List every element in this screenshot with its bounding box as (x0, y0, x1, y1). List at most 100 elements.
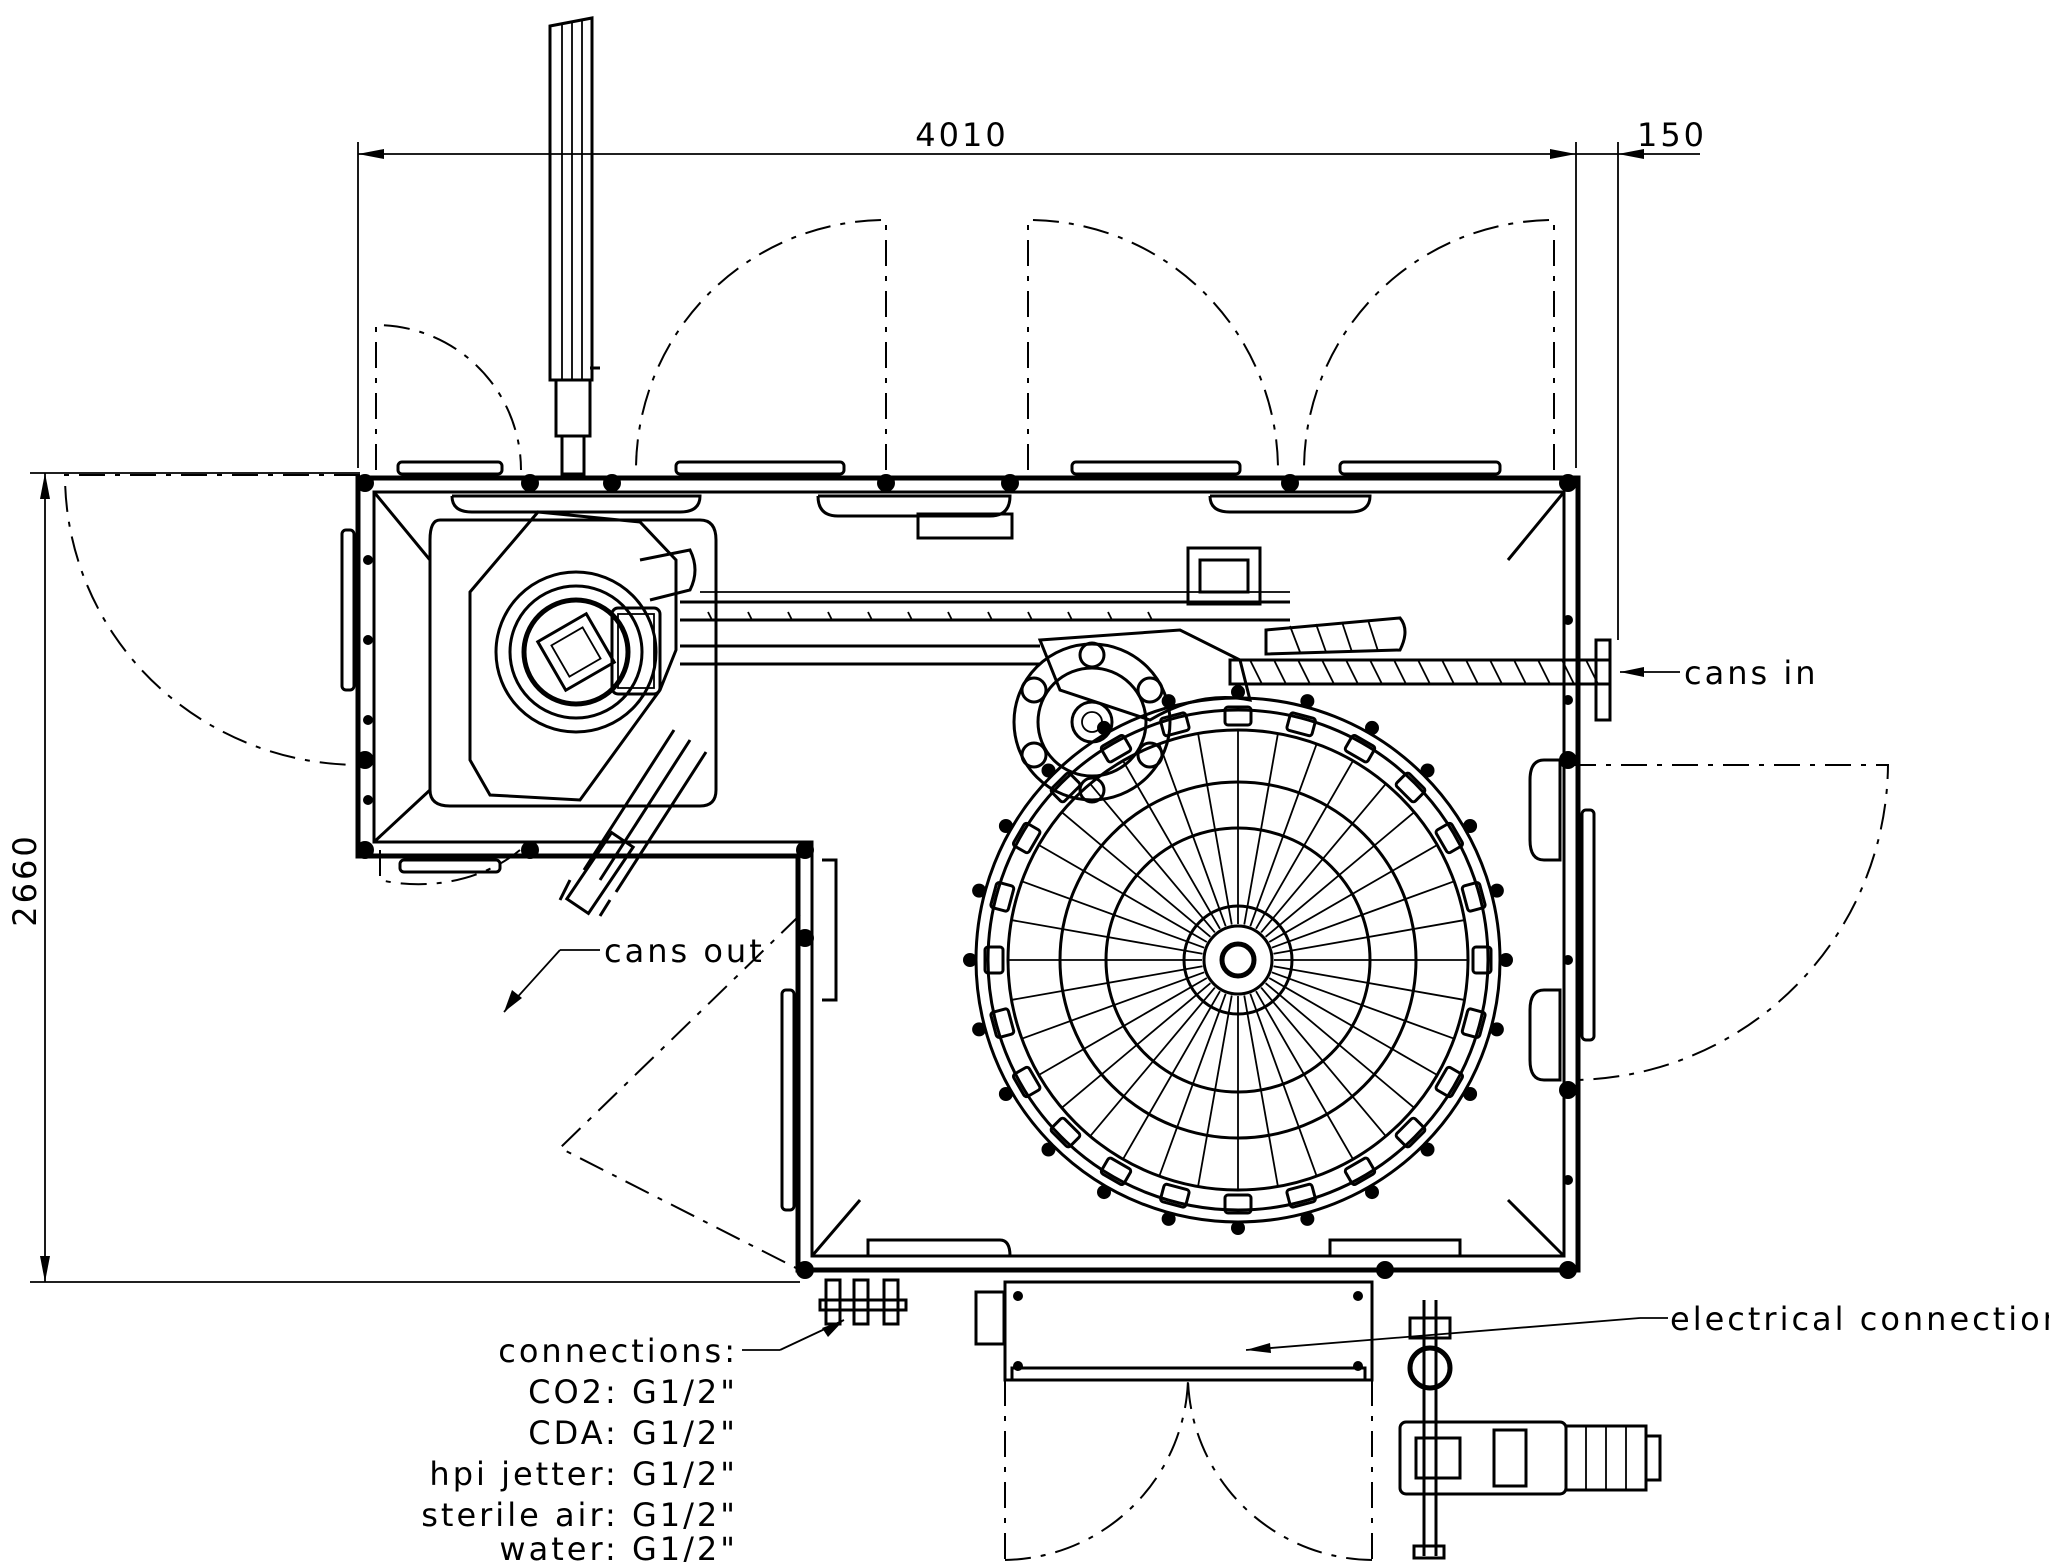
annotation-electrical: electrical connections (1245, 1300, 2049, 1353)
carousel-spoke (1249, 993, 1318, 1177)
filling-valve (1471, 945, 1493, 975)
filling-valve (1099, 1156, 1133, 1187)
valve-head (972, 1022, 987, 1037)
carousel-spoke (1089, 783, 1216, 934)
carousel-spoke (1271, 880, 1455, 949)
dimension-height-label: 2660 (6, 833, 44, 926)
filling-valve (989, 881, 1016, 913)
filling-valve (1434, 1065, 1465, 1099)
carousel-spoke (1038, 977, 1208, 1076)
valve-head (1300, 694, 1315, 709)
filling-valve (1460, 881, 1487, 913)
connection-item: sterile air: G1/2" (421, 1496, 738, 1534)
valve-head (1365, 720, 1379, 735)
star-wheel (1012, 641, 1172, 804)
conveyor-transfer (680, 546, 1290, 722)
valve-head (1300, 1211, 1315, 1226)
filling-valve (1011, 1065, 1042, 1099)
carousel-spoke (1011, 919, 1203, 955)
valve-head (1420, 763, 1435, 778)
valve-head (1097, 720, 1111, 735)
valve-head (972, 883, 987, 898)
connection-item: CO2: G1/2" (528, 1373, 738, 1411)
electrical-label: electrical connections (1670, 1300, 2049, 1338)
filling-valve (1011, 821, 1042, 855)
carousel-spoke (1089, 986, 1216, 1137)
cans-out-label: cans out (604, 932, 765, 970)
filling-valve (1049, 1116, 1082, 1149)
carousel-spoke (1255, 760, 1354, 930)
dimension-offset-label: 150 (1637, 116, 1707, 154)
filler-carousel (963, 685, 1513, 1235)
filling-valve (1343, 1156, 1377, 1187)
valve-head (1365, 1185, 1379, 1200)
valve-head (1041, 763, 1056, 778)
valve-head (1489, 1022, 1504, 1037)
carousel-spokes (1008, 730, 1468, 1190)
filling-valve (989, 1007, 1016, 1039)
carousel-spoke (1122, 990, 1221, 1160)
filling-valve (1285, 1182, 1317, 1209)
carousel-spoke (1011, 965, 1203, 1001)
carousel-spoke (1038, 844, 1208, 943)
valve-head (998, 819, 1013, 833)
door-swings (63, 218, 1890, 1561)
filling-valve (1343, 733, 1377, 764)
carousel-spoke (1197, 733, 1233, 925)
carousel-spoke (1273, 919, 1465, 955)
carousel-spoke (1264, 811, 1415, 938)
valve-head (998, 1087, 1013, 1101)
valve-head (1489, 883, 1504, 898)
filling-valve (983, 945, 1005, 975)
filling-valve (1159, 711, 1191, 738)
valve-head (1041, 1142, 1056, 1157)
carousel-spoke (1268, 844, 1438, 943)
annotation-connections: connections: CO2: G1/2" CDA: G1/2" hpi j… (421, 1319, 845, 1562)
carousel-spoke (1255, 990, 1354, 1160)
carousel-spoke (1260, 783, 1387, 934)
connection-manifold (818, 1278, 908, 1326)
infeed-screw (1228, 616, 1612, 722)
valve-head (963, 953, 977, 967)
dimension-offset: 150 (1576, 116, 1707, 640)
dimension-width-label: 4010 (915, 116, 1008, 154)
carousel-spoke (1271, 971, 1455, 1040)
valve-head (1499, 953, 1513, 967)
dimension-height: 2660 (6, 472, 800, 1283)
filling-valve (1394, 771, 1427, 804)
carousel-spoke (1249, 743, 1318, 927)
filling-valve (1394, 1116, 1427, 1149)
carousel-spoke (1260, 986, 1387, 1137)
carousel-spoke (1268, 977, 1438, 1076)
cans-in-label: cans in (1684, 654, 1819, 692)
carousel-spoke (1122, 760, 1221, 930)
valve-head (1161, 694, 1176, 709)
filling-valve (1099, 733, 1133, 764)
filling-valve (1049, 771, 1082, 804)
valve-head (1097, 1185, 1111, 1200)
filling-valve (1223, 1193, 1253, 1215)
electrical-cabinet (974, 1280, 1374, 1382)
annotation-cans-in: cans in (1620, 654, 1819, 692)
dimension-width: 4010 (357, 116, 1577, 468)
connection-item: water: G1/2" (499, 1530, 738, 1562)
annotation-cans-out: cans out (503, 932, 765, 1013)
connection-item: hpi jetter: G1/2" (429, 1455, 738, 1493)
filling-valve (1159, 1182, 1191, 1209)
carousel-spoke (1021, 971, 1205, 1040)
discharge-chute (558, 729, 708, 917)
machine-frame (340, 460, 1596, 1273)
carousel-spoke (1158, 993, 1227, 1177)
valve-head (1231, 685, 1245, 699)
valve-head (1231, 1221, 1245, 1235)
carousel-spoke (1243, 733, 1279, 925)
motor-assembly (1398, 1300, 1662, 1560)
filling-valves (963, 685, 1513, 1235)
carousel-spoke (1061, 811, 1212, 938)
valve-head (1463, 1087, 1478, 1101)
seamer-unit (428, 510, 718, 808)
connection-item: CDA: G1/2" (528, 1414, 738, 1452)
valve-head (1463, 819, 1478, 833)
filling-valve (1460, 1007, 1487, 1039)
